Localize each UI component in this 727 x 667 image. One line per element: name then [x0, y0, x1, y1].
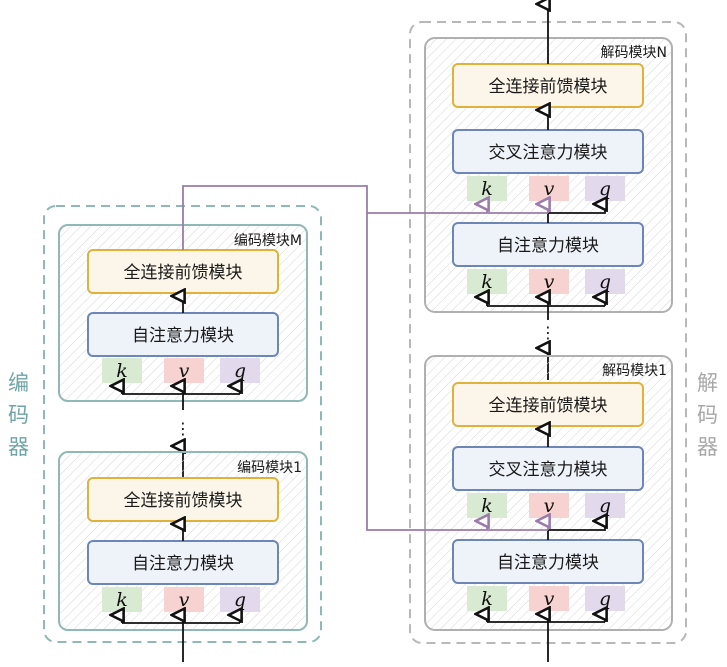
- k-label: k: [481, 588, 493, 610]
- block-title: 解码模块1: [602, 363, 667, 379]
- encoder-ellipsis: ⋮: [175, 419, 191, 438]
- decoder-block-1: 解码模块1 全连接前馈模块 交叉注意力模块 k v q 自注意力模块 k v q: [424, 355, 673, 662]
- encoder-side-label: 编 码 器: [8, 371, 29, 459]
- q-label: q: [599, 271, 611, 293]
- decoder-label-char: 码: [697, 403, 718, 427]
- ffn-label: 全连接前馈模块: [489, 77, 608, 97]
- k-label: k: [116, 360, 128, 382]
- decoder-side-label: 解 码 器: [697, 371, 718, 459]
- q-label: q: [599, 178, 611, 200]
- self-attention-label: 自注意力模块: [132, 554, 234, 574]
- cross-link-path: [182, 185, 487, 531]
- k-label: k: [481, 178, 493, 200]
- block-title: 解码模块N: [601, 45, 667, 61]
- k-label: k: [481, 495, 493, 517]
- q-label: q: [599, 495, 611, 517]
- ffn-label: 全连接前馈模块: [489, 396, 608, 416]
- decoder-label-char: 器: [697, 435, 718, 459]
- encoder-block-1: 编码模块1 全连接前馈模块 自注意力模块 k v q: [58, 451, 308, 662]
- encoder-label-char: 器: [8, 435, 29, 459]
- self-attention-label: 自注意力模块: [132, 326, 234, 346]
- v-label: v: [544, 588, 555, 610]
- ffn-label: 全连接前馈模块: [124, 263, 243, 283]
- v-label: v: [544, 271, 555, 293]
- v-label: v: [179, 360, 190, 382]
- encoder-decoder-link: [182, 185, 548, 531]
- cross-attention-label: 交叉注意力模块: [489, 460, 608, 480]
- self-attention-label: 自注意力模块: [497, 236, 599, 256]
- k-label: k: [481, 271, 493, 293]
- decoder-ellipsis: ⋮: [540, 323, 556, 342]
- v-label: v: [544, 178, 555, 200]
- q-label: q: [234, 360, 246, 382]
- block-title: 编码模块M: [234, 233, 302, 249]
- v-label: v: [544, 495, 555, 517]
- encoder-label-char: 码: [8, 403, 29, 427]
- self-to-q-arrow-icon: [547, 521, 605, 540]
- encoder-label-char: 编: [8, 371, 29, 395]
- self-to-q-arrow-icon: [547, 204, 605, 223]
- cross-attention-label: 交叉注意力模块: [489, 143, 608, 163]
- decoder-block-n: 解码模块N 全连接前馈模块 交叉注意力模块 k v q 自注意力模块 k v q: [424, 4, 673, 320]
- ffn-label: 全连接前馈模块: [124, 491, 243, 511]
- k-label: k: [116, 589, 128, 611]
- q-label: q: [599, 588, 611, 610]
- v-label: v: [179, 589, 190, 611]
- q-label: q: [234, 589, 246, 611]
- encoder-block-m: 编码模块M 全连接前馈模块 自注意力模块 k v q: [58, 224, 308, 410]
- decoder-label-char: 解: [697, 371, 718, 395]
- self-attention-label: 自注意力模块: [497, 553, 599, 573]
- block-title: 编码模块1: [237, 460, 302, 476]
